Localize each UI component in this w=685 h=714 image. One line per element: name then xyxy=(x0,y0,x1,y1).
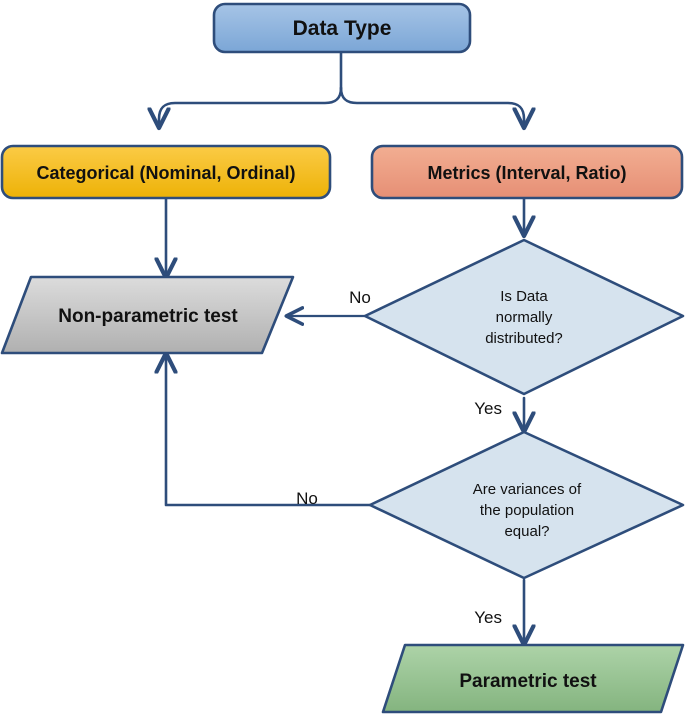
node-data-type[interactable]: Data Type xyxy=(212,2,472,54)
node-categorical[interactable]: Categorical (Nominal, Ordinal) xyxy=(0,144,332,200)
decision-normal-line-1: Is Data xyxy=(500,288,548,305)
node-metrics-shape xyxy=(370,144,684,200)
edge-label-layer: No Yes No Yes xyxy=(296,288,502,627)
edge-label-normal-yes: Yes xyxy=(474,399,502,418)
node-parametric-test-label: Parametric test xyxy=(459,671,597,692)
decision-normal-line-2: normally xyxy=(496,309,553,326)
node-non-parametric-test[interactable]: Non-parametric test xyxy=(0,275,295,355)
edge-label-variance-no: No xyxy=(296,489,318,508)
node-categorical-shape xyxy=(0,144,332,200)
node-are-variances-equal-shape xyxy=(368,430,685,580)
node-parametric-test-shape xyxy=(381,643,685,714)
node-data-type-shape xyxy=(212,2,472,54)
decision-variance-line-1: Are variances of xyxy=(473,481,582,498)
edge-label-variance-yes: Yes xyxy=(474,608,502,627)
node-parametric-test[interactable]: Parametric test xyxy=(381,643,685,714)
edge-label-normal-no: No xyxy=(349,288,371,307)
node-non-parametric-test-shape xyxy=(0,275,295,355)
node-categorical-label: Categorical (Nominal, Ordinal) xyxy=(36,163,295,183)
node-is-data-normally-distributed[interactable]: Is Data normally distributed? xyxy=(363,238,685,396)
node-non-parametric-test-label: Non-parametric test xyxy=(58,306,238,327)
node-metrics[interactable]: Metrics (Interval, Ratio) xyxy=(370,144,684,200)
node-data-type-label: Data Type xyxy=(293,17,392,40)
connector-root-to-categorical xyxy=(159,86,343,126)
decision-variance-line-3: equal? xyxy=(504,523,549,540)
node-are-variances-equal[interactable]: Are variances of the population equal? xyxy=(368,430,685,580)
node-metrics-label: Metrics (Interval, Ratio) xyxy=(427,163,626,183)
decision-variance-line-2: the population xyxy=(480,502,574,519)
connector-root-to-metrics xyxy=(339,86,524,126)
connector-decision-variance-no xyxy=(166,355,379,507)
decision-normal-line-3: distributed? xyxy=(485,330,563,347)
node-is-data-normally-distributed-shape xyxy=(363,238,685,396)
